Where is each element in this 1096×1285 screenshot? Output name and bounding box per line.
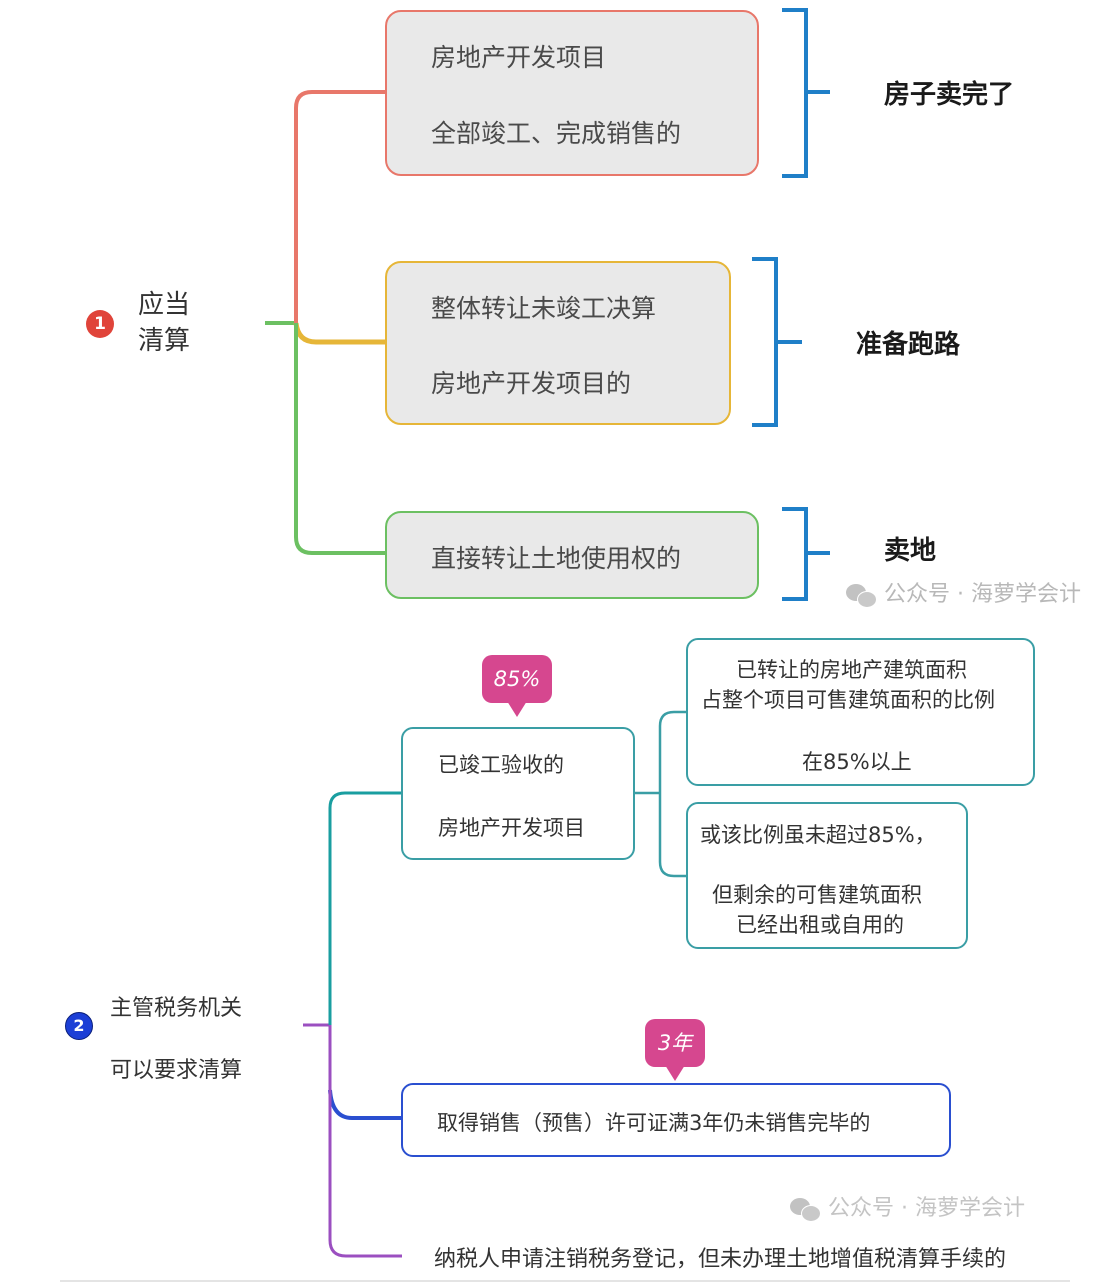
watermark-2: 公众号 · 海萝学会计 (790, 1190, 1025, 1222)
section-1-root: 应当 清算 (138, 287, 190, 359)
connector-branch-blue (328, 1089, 402, 1120)
wechat-icon (846, 584, 877, 608)
node-text: 占整个项目可售建筑面积的比例 (701, 688, 995, 712)
root-line: 应当 (138, 290, 191, 320)
callout-3-years: 3年 (645, 1019, 705, 1081)
node-license-3-years: 取得销售（预售）许可证满3年仍未销售完毕的 (401, 1083, 951, 1157)
connector-branch-yellow (293, 322, 386, 345)
root-line: 可以要求清算 (110, 1058, 243, 1083)
bracket-3 (782, 507, 830, 601)
node-ratio-above-85: 已转让的房地产建筑面积 占整个项目可售建筑面积的比例 在85%以上 (686, 638, 1035, 786)
node-text: 已经出租或自用的 (736, 913, 904, 937)
section-2-badge: 2 (65, 1012, 93, 1040)
node-text: 取得销售（预售）许可证满3年仍未销售完毕的 (437, 1111, 871, 1135)
bracket-2 (752, 257, 802, 427)
connector-branch-green (294, 323, 386, 555)
node-text: 或该比例虽未超过85%， (700, 823, 936, 847)
node-text: 在85%以上 (802, 750, 912, 774)
connector-branch-teal (328, 791, 402, 1025)
summary-label-2: 准备跑路 (856, 330, 961, 360)
node-deregistration: 纳税人申请注销税务登记，但未办理土地增值税清算手续的 (434, 1247, 1007, 1272)
watermark-text: 公众号 · 海萝学会计 (828, 1196, 1025, 1221)
bracket-1 (782, 8, 830, 178)
wechat-icon (790, 1198, 821, 1222)
node-text: 房地产开发项目 (438, 816, 585, 840)
bottom-divider (60, 1280, 1070, 1282)
connector-sub-a-down (658, 793, 687, 878)
node-ratio-below-85: 或该比例虽未超过85%， 但剩余的可售建筑面积 已经出租或自用的 (686, 802, 968, 949)
node-transfer-land: 直接转让土地使用权的 (385, 511, 759, 599)
callout-85-percent: 85% (482, 655, 552, 717)
node-text: 全部竣工、完成销售的 (431, 119, 682, 148)
node-text: 房地产开发项目 (431, 43, 607, 72)
node-text: 已竣工验收的 (438, 753, 564, 777)
connector-sub-a-up (658, 710, 687, 793)
node-transfer-unfinished: 整体转让未竣工决算 房地产开发项目的 (385, 261, 731, 425)
node-text: 但剩余的可售建筑面积 (712, 883, 922, 907)
node-completed-accepted: 已竣工验收的 房地产开发项目 (401, 727, 635, 860)
node-text: 整体转让未竣工决算 (431, 294, 657, 323)
connector-branch-red (294, 90, 386, 323)
node-text: 房地产开发项目的 (431, 369, 632, 398)
section-2-root: 主管税务机关 可以要求清算 (110, 978, 242, 1102)
section-1-badge: 1 (86, 310, 114, 338)
summary-label-3: 卖地 (884, 536, 937, 566)
node-text: 直接转让土地使用权的 (431, 544, 682, 573)
node-text: 已转让的房地产建筑面积 (736, 658, 967, 682)
connector-branch-purple (328, 1025, 402, 1258)
root-line: 清算 (138, 326, 191, 356)
watermark-text: 公众号 · 海萝学会计 (884, 582, 1081, 607)
watermark-1: 公众号 · 海萝学会计 (846, 576, 1081, 608)
summary-label-1: 房子卖完了 (884, 80, 1015, 110)
node-completed-sold: 房地产开发项目 全部竣工、完成销售的 (385, 10, 759, 176)
root-line: 主管税务机关 (110, 996, 243, 1021)
